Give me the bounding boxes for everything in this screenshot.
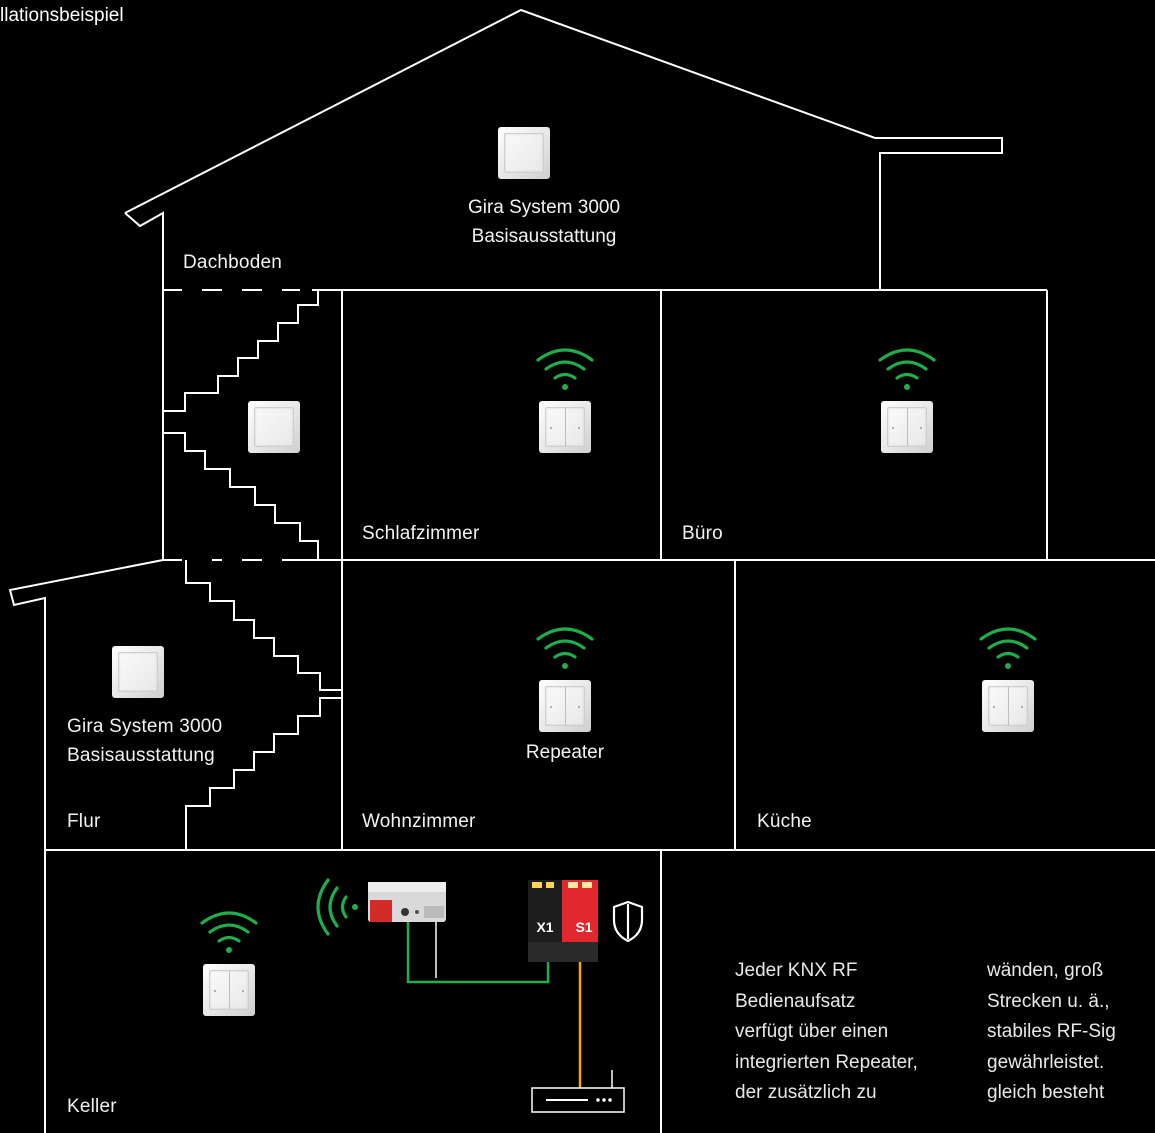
text-line: der zusätzlich zu xyxy=(735,1082,877,1103)
knx-rf-interface-device xyxy=(368,882,446,922)
text-line: gewährleistet. xyxy=(987,1051,1105,1073)
switch-double-icon xyxy=(982,680,1034,732)
text-line: Jeder KNX RF xyxy=(735,960,858,981)
staircase-lower xyxy=(185,560,342,850)
text-column-2: wänden, groß Strecken u. ä., stabiles RF… xyxy=(987,956,1155,1109)
wifi-signal-icon xyxy=(979,627,1037,669)
text-column-1: Jeder KNX RF Bedienaufsatz verfügt über … xyxy=(735,956,918,1109)
shield-icon xyxy=(612,900,644,943)
staircase-upper xyxy=(163,290,319,560)
diagram-title: llationsbeispiel xyxy=(0,5,124,26)
switch-single-icon xyxy=(498,127,550,179)
switch-single-icon xyxy=(248,401,300,453)
switch-single-icon xyxy=(112,646,164,698)
wifi-signal-icon xyxy=(878,348,936,390)
room-label-dachboden: Dachboden xyxy=(183,252,282,273)
text-line: stabiles RF-Sig xyxy=(987,1021,1116,1042)
switch-double-icon xyxy=(539,680,591,732)
caption-hall-line2: Basisausstattung xyxy=(67,745,215,766)
wiring xyxy=(406,915,582,1088)
room-label-flur: Flur xyxy=(67,811,101,832)
wifi-signal-icon xyxy=(536,627,594,669)
wifi-signal-icon xyxy=(316,878,358,936)
wifi-signal-icon xyxy=(200,911,258,953)
room-label-buero: Büro xyxy=(682,523,723,544)
text-line: integrierten Repeater, xyxy=(735,1051,918,1073)
gateway-label-s1: S1 xyxy=(575,919,592,935)
caption-hall-line1: Gira System 3000 xyxy=(67,716,223,737)
house-outline xyxy=(8,8,1155,1133)
text-line: wänden, groß xyxy=(987,960,1104,981)
room-label-kueche: Küche xyxy=(757,811,812,832)
text-line: Bedienaufsatz xyxy=(735,990,856,1012)
room-label-keller: Keller xyxy=(67,1096,117,1117)
switch-double-icon xyxy=(539,401,591,453)
text-line: gleich besteht xyxy=(987,1082,1105,1103)
room-label-wohnzimmer: Wohnzimmer xyxy=(362,811,476,832)
room-label-schlafzimmer: Schlafzimmer xyxy=(362,523,480,544)
switch-double-icon xyxy=(881,401,933,453)
wifi-signal-icon xyxy=(536,348,594,390)
router-icon xyxy=(531,1070,625,1113)
caption-attic-line2: Basisausstattung xyxy=(471,226,617,247)
gateway-label-x1: X1 xyxy=(536,919,553,935)
text-line: Strecken u. ä., xyxy=(987,990,1110,1012)
text-line: verfügt über einen xyxy=(735,1021,889,1042)
caption-attic-line1: Gira System 3000 xyxy=(467,197,621,218)
knx-gateway-device: X1 S1 xyxy=(528,880,598,962)
switch-double-icon xyxy=(203,964,255,1016)
caption-repeater: Repeater xyxy=(525,742,605,763)
